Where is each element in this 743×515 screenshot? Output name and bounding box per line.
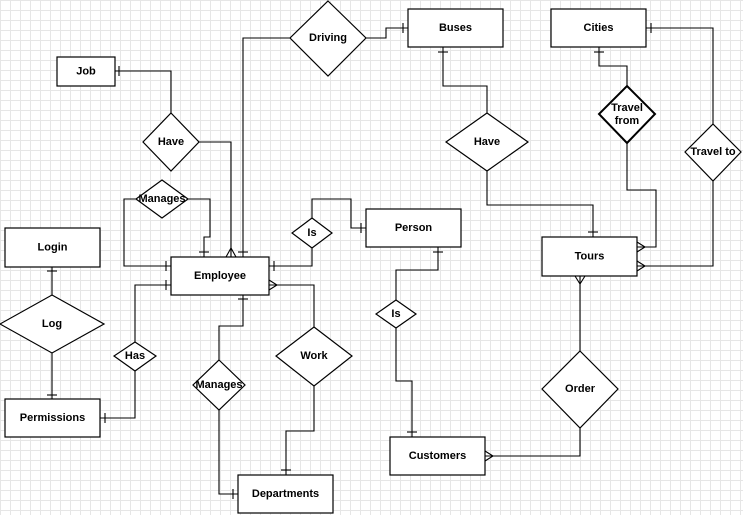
conn-employee-work [269, 284, 315, 327]
conn-employee-is [269, 248, 313, 267]
relationship-label: Manages [195, 379, 242, 391]
cardinality-many-mark [636, 260, 647, 272]
relationship-label: Have [474, 136, 500, 148]
conn-person-is [395, 247, 439, 300]
conn-is-customers [395, 328, 413, 437]
entity-departments[interactable]: Departments [237, 474, 334, 514]
conn-buses-have [442, 47, 488, 113]
relationship-have-bus[interactable]: Have [444, 112, 530, 172]
entity-cities[interactable]: Cities [550, 8, 647, 48]
relationship-travel-from[interactable]: Travel from [597, 84, 657, 145]
relationship-label: Is [307, 227, 316, 239]
cardinality-many-mark [574, 275, 586, 286]
entity-employee[interactable]: Employee [170, 256, 270, 296]
conn-have-employee [199, 141, 232, 257]
conn-order-customers [485, 428, 581, 457]
relationship-order[interactable]: Order [541, 350, 619, 429]
relationship-label: Has [125, 350, 145, 362]
entity-customers[interactable]: Customers [389, 436, 486, 476]
relationship-label-line2: from [615, 115, 640, 127]
conn-job-have [115, 70, 172, 113]
entity-label: Employee [194, 270, 246, 282]
conn-driving-buses [366, 27, 408, 39]
entity-person[interactable]: Person [365, 208, 462, 248]
conn-travelfrom-tours [626, 143, 657, 248]
conn-travelto-tours [637, 181, 714, 267]
conn-has-employee [134, 284, 171, 342]
relationship-work[interactable]: Work [275, 326, 353, 387]
cardinality-many-mark [484, 450, 495, 462]
entity-tours[interactable]: Tours [541, 236, 638, 277]
cardinality-many-mark [225, 246, 237, 258]
relationship-label: Driving [309, 32, 347, 44]
entity-label: Permissions [20, 412, 85, 424]
entity-job[interactable]: Job [56, 56, 116, 87]
relationship-label: Order [565, 383, 596, 395]
relationship-driving[interactable]: Driving [289, 0, 367, 77]
relationship-label-line1: Travel [611, 102, 643, 114]
relationship-label: Manages [138, 193, 185, 205]
relationship-label: Work [300, 350, 328, 362]
relationship-label: Log [42, 318, 62, 330]
relationship-manages-departments[interactable]: Manages [192, 359, 246, 411]
relationship-has[interactable]: Has [112, 341, 158, 372]
entity-label: Tours [575, 251, 605, 263]
entity-buses[interactable]: Buses [407, 8, 504, 48]
entity-label: Job [76, 66, 96, 78]
conn-manages-employee-left [123, 198, 171, 267]
conn-is-person [311, 198, 366, 229]
conn-cities-travelto [646, 27, 714, 124]
conn-work-departments [285, 386, 315, 475]
cardinality-many-mark [636, 241, 647, 253]
conn-permissions-has [100, 371, 136, 419]
conn-employee-manages [218, 295, 244, 360]
entity-login[interactable]: Login [4, 227, 101, 268]
conn-manages-employee-top [188, 198, 211, 257]
cardinality-many-mark [268, 279, 279, 291]
connectors [47, 23, 714, 499]
entity-label: Person [395, 222, 433, 234]
entity-permissions[interactable]: Permissions [4, 398, 101, 438]
relationship-label: Travel to [690, 146, 736, 158]
conn-have-tours [486, 171, 594, 237]
entity-label: Customers [409, 450, 466, 462]
relationship-travel-to[interactable]: Travel to [684, 123, 742, 182]
relationship-is-person[interactable]: Is [291, 217, 333, 249]
relationship-have-job[interactable]: Have [142, 112, 200, 172]
entity-label: Departments [252, 488, 319, 500]
conn-employee-driving [242, 37, 290, 257]
relationship-label: Have [158, 136, 184, 148]
entity-label: Login [38, 242, 68, 254]
conn-cities-travelfrom [598, 47, 628, 86]
entity-label: Buses [439, 22, 472, 34]
relationship-label: Is [391, 308, 400, 320]
relationship-log[interactable]: Log [0, 294, 106, 354]
relationship-manages-employee[interactable]: Manages [134, 179, 190, 219]
relationship-is-customer[interactable]: Is [374, 299, 418, 329]
conn-manages-departments [218, 410, 238, 495]
entity-label: Cities [584, 22, 614, 34]
